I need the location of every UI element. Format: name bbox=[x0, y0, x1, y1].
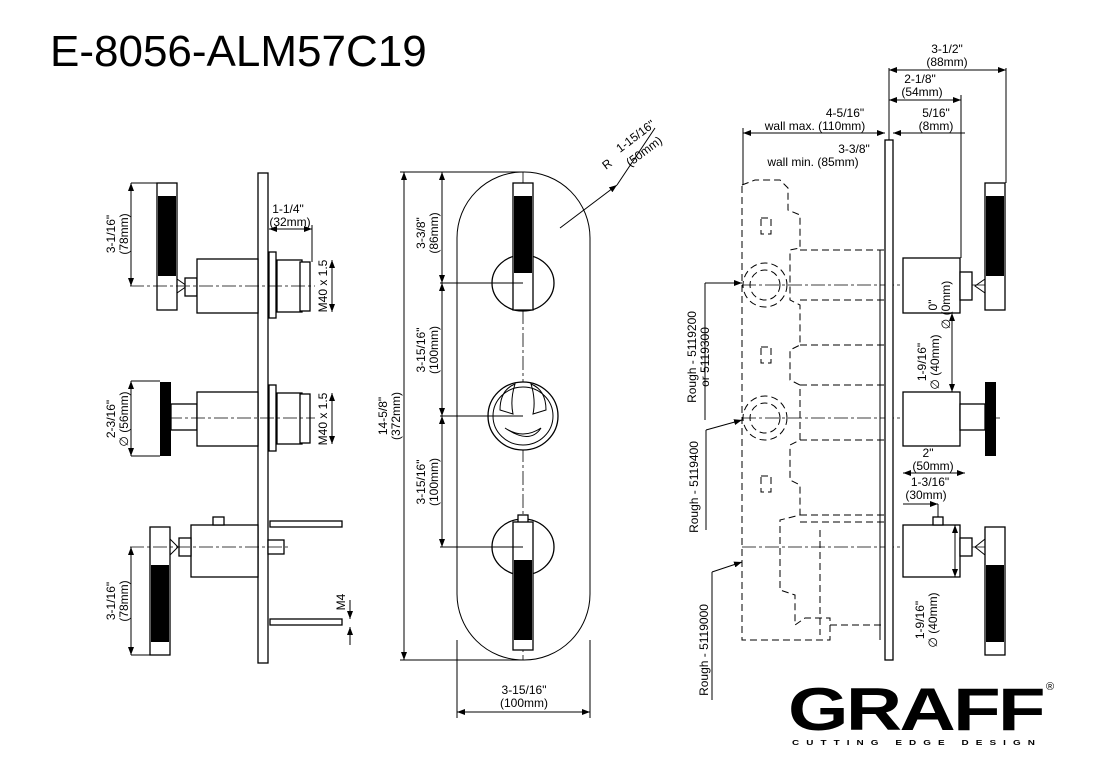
lower-spacing-label: 3-15/16" bbox=[414, 460, 428, 505]
projection-label: 1-1/4" bbox=[272, 202, 304, 216]
top-offset-label: 3-3/8" bbox=[414, 217, 428, 249]
bottom-offset-label: 1-3/16" bbox=[911, 475, 949, 489]
plate-gap-label: 5/16" bbox=[922, 106, 950, 120]
registered-mark: ® bbox=[1046, 681, 1054, 693]
brand-name: GRAFF bbox=[788, 676, 1043, 743]
bottom-depth-mm: (50mm) bbox=[912, 459, 953, 473]
top-diameter-label: 0" bbox=[926, 300, 940, 311]
rough-valve-label-1: Rough - 5119200 bbox=[685, 311, 699, 403]
rough-valve-label-1-alt: or 5119300 bbox=[698, 327, 712, 387]
lower-spacing-mm: (100mm) bbox=[427, 458, 441, 506]
wall-max-value: wall max. (110mm) bbox=[764, 119, 865, 133]
rough-valve-label-3: Rough - 5119000 bbox=[697, 604, 711, 696]
projection-mm: (32mm) bbox=[269, 215, 310, 229]
drawing-title: E-8056-ALM57C19 bbox=[50, 27, 427, 76]
mid-diameter-label: 1-9/16" bbox=[915, 343, 929, 381]
mid-diameter-mm: ∅ (40mm) bbox=[928, 334, 942, 389]
knob-diameter-mm: ∅ (56mm) bbox=[117, 391, 131, 446]
lever-height-bottom-label: 3-1/16" bbox=[104, 582, 118, 620]
wall-max-label: 4-5/16" bbox=[826, 106, 864, 120]
bottom-depth-label: 2" bbox=[923, 446, 934, 460]
height-mm: (372mm) bbox=[389, 392, 403, 440]
top-diameter-mm: ∅ (0mm) bbox=[939, 281, 953, 329]
upper-spacing-mm: (100mm) bbox=[427, 326, 441, 374]
wall-min-label: 3-3/8" bbox=[838, 142, 870, 156]
screw-label: M4 bbox=[334, 593, 348, 610]
side-view: 3-1/16" (78mm) 2-3/16" ∅ (56mm) 3-1/16" … bbox=[104, 172, 353, 664]
rough-valve-label-2: Rough - 5119400 bbox=[687, 441, 701, 533]
thread-top-label: M40 x 1.5 bbox=[316, 259, 330, 312]
wall-min-value: wall min. (85mm) bbox=[766, 155, 858, 169]
brand-tagline: CUTTING EDGE DESIGN bbox=[792, 740, 1042, 747]
top-offset-mm: (86mm) bbox=[427, 212, 441, 253]
knob-diameter-label: 2-3/16" bbox=[104, 400, 118, 438]
mid-valve-body bbox=[196, 391, 259, 447]
total-depth-mm: (88mm) bbox=[926, 55, 967, 69]
lever-height-bottom-mm: (78mm) bbox=[117, 580, 131, 621]
trim-depth-mm: (54mm) bbox=[901, 85, 942, 99]
plate-gap-mm: (8mm) bbox=[919, 119, 954, 133]
lever-height-mm: (78mm) bbox=[117, 213, 131, 254]
bottom-valve-body bbox=[190, 524, 259, 578]
upper-spacing-label: 3-15/16" bbox=[414, 328, 428, 373]
height-label: 14-5/8" bbox=[376, 397, 390, 435]
bottom-diameter-mm: ∅ (40mm) bbox=[926, 592, 940, 647]
lever-height-label: 3-1/16" bbox=[104, 215, 118, 253]
radius-prefix: R bbox=[599, 156, 615, 173]
bottom-diameter-label: 1-9/16" bbox=[913, 601, 927, 639]
wall-plate bbox=[884, 139, 894, 661]
trim-depth-label: 2-1/8" bbox=[904, 72, 936, 86]
installation-view: 3-1/2" (88mm) 2-1/8" (54mm) 4-5/16" wall… bbox=[685, 42, 1007, 700]
total-depth-label: 3-1/2" bbox=[931, 42, 963, 56]
width-label: 3-15/16" bbox=[502, 683, 547, 697]
width-mm: (100mm) bbox=[500, 696, 548, 710]
graff-logo: GRAFF ® CUTTING EDGE DESIGN bbox=[788, 676, 1054, 747]
thread-mid-label: M40 x 1.5 bbox=[316, 392, 330, 445]
bottom-offset-mm: (30mm) bbox=[905, 488, 946, 502]
rough-valve-outline bbox=[741, 179, 831, 641]
diverter-knob bbox=[160, 382, 171, 456]
front-view: R 1-15/16" (50mm) 3-3/8" (86mm) 3-15/16"… bbox=[376, 117, 665, 718]
